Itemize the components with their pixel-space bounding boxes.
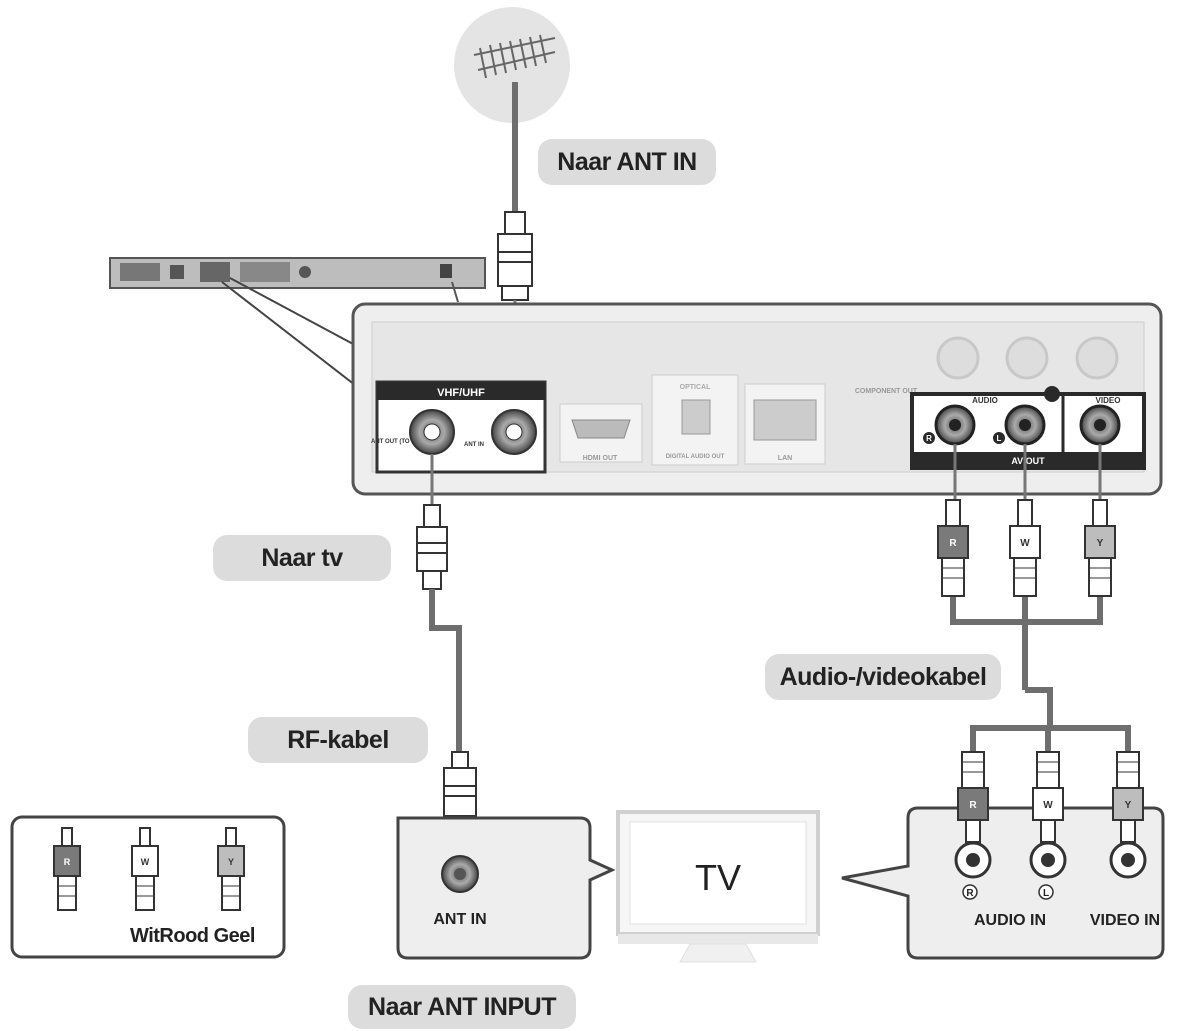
coax-plug-top: [497, 211, 533, 301]
av-cable: [950, 444, 1131, 752]
tv-label: TV: [695, 857, 741, 898]
legend-caption: WitRood Geel: [130, 925, 255, 947]
tv-ant-in-label: ANT IN: [433, 911, 486, 928]
upper-plug-r-label: R: [949, 538, 957, 549]
lower-plug-y: [1112, 751, 1144, 843]
tv-icon: TV: [616, 810, 820, 963]
tv-l-marker: L: [1043, 888, 1049, 899]
tv-av-in-callout: R L AUDIO IN VIDEO IN: [841, 806, 1165, 960]
digital-audio-out-label: DIGITAL AUDIO OUT: [666, 454, 725, 460]
legend-plug-y-label: Y: [228, 857, 234, 867]
lower-plug-r: [957, 751, 989, 843]
ant-out-label: ANT OUT (TO TV): [371, 439, 421, 445]
lower-plug-w: [1032, 751, 1064, 843]
video-in-label: VIDEO IN: [1090, 912, 1160, 929]
upper-rca-plugs: R W Y: [937, 499, 1116, 597]
hdmi-out-label: HDMI OUT: [583, 455, 618, 462]
rf-cable: [416, 454, 477, 837]
label-naar-ant-input: Naar ANT INPUT: [348, 985, 576, 1029]
label-audio-video-kabel: Audio-/videokabel: [765, 654, 1001, 700]
panel-ant-in-label: ANT IN: [464, 442, 484, 448]
upper-plug-y: [1084, 499, 1116, 597]
lower-plug-r-label: R: [969, 800, 977, 811]
rear-panel: VHF/UHF ANT OUT (TO TV) ANT IN HDMI OUT …: [351, 302, 1163, 496]
label-naar-ant-in: Naar ANT IN: [538, 139, 716, 185]
label-rf-kabel: RF-kabel: [248, 717, 428, 763]
upper-plug-w-label: W: [1020, 538, 1030, 549]
av-l-marker: L: [997, 434, 1002, 443]
component-out-label: COMPONENT OUT: [855, 388, 918, 395]
audio-label: AUDIO: [972, 396, 998, 405]
video-label: VIDEO: [1096, 396, 1121, 405]
legend-plug-r-label: R: [64, 857, 71, 867]
lower-plug-y-label: Y: [1125, 800, 1132, 811]
legend-plug-r: [53, 827, 81, 911]
plug-color-legend: R W Y: [10, 815, 286, 959]
zoom-callout: [221, 277, 356, 386]
upper-plug-r: [937, 499, 969, 597]
av-out-label: AV OUT: [1011, 456, 1045, 466]
legend-plug-w-label: W: [141, 857, 150, 867]
tv-r-marker: R: [966, 888, 974, 899]
lan-label: LAN: [778, 455, 792, 462]
upper-plug-y-label: Y: [1097, 538, 1104, 549]
optical-label: OPTICAL: [680, 384, 711, 391]
av-r-marker: R: [926, 434, 932, 443]
tv-ant-in-callout: ANT IN: [396, 816, 616, 960]
antenna-icon: [454, 7, 570, 123]
legend-plug-w: [131, 827, 159, 911]
label-naar-tv: Naar tv: [213, 535, 391, 581]
lower-rca-plugs: R W Y: [957, 751, 1144, 843]
upper-plug-w: [1009, 499, 1041, 597]
player-rear-icon: [109, 257, 486, 303]
component-jacks: [936, 336, 1119, 380]
lower-plug-w-label: W: [1043, 800, 1053, 811]
vhf-uhf-label: VHF/UHF: [437, 387, 485, 399]
audio-in-label: AUDIO IN: [974, 912, 1046, 929]
legend-plug-y: [217, 827, 245, 911]
